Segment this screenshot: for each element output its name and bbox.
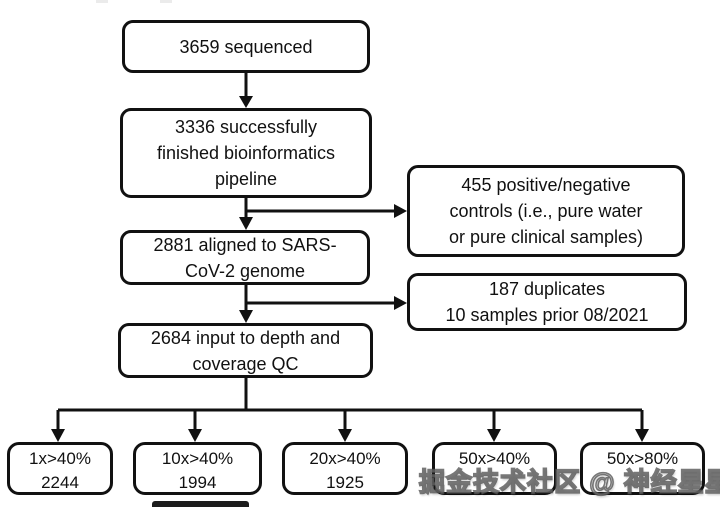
node-aligned-genome: 2881 aligned to SARS- CoV-2 genome: [120, 230, 370, 285]
distributor-line: [58, 378, 642, 412]
node-sequenced: 3659 sequenced: [122, 20, 370, 73]
leaf-50x-40: 50x>40%: [432, 442, 557, 495]
arrow-to-leaf-1: [51, 410, 65, 442]
arrow-aligned-to-qc: [239, 285, 253, 323]
leaf-1x-40: 1x>40% 2244: [7, 442, 113, 495]
node-bioinformatics-pipeline: 3336 successfully finished bioinformatic…: [120, 108, 372, 198]
arrow-to-leaf-2: [188, 410, 202, 442]
arrow-sequenced-to-pipeline: [239, 73, 253, 108]
node-duplicates: 187 duplicates 10 samples prior 08/2021: [407, 273, 687, 331]
arrow-branch-to-duplicates: [246, 296, 407, 310]
arrow-to-leaf-3: [338, 410, 352, 442]
cropped-text-remnant: [96, 0, 108, 3]
arrow-to-leaf-4: [487, 410, 501, 442]
arrow-to-leaf-5: [635, 410, 649, 442]
leaf-20x-40: 20x>40% 1925: [282, 442, 408, 495]
arrow-branch-to-controls: [246, 204, 407, 218]
cropped-text-remnant: [160, 0, 172, 3]
node-depth-coverage-qc: 2684 input to depth and coverage QC: [118, 323, 373, 378]
arrow-pipeline-to-aligned: [239, 198, 253, 230]
cropped-element-bottom: [152, 501, 249, 507]
node-positive-negative-controls: 455 positive/negative controls (i.e., pu…: [407, 165, 685, 257]
leaf-10x-40: 10x>40% 1994: [133, 442, 262, 495]
leaf-50x-80: 50x>80%: [580, 442, 705, 495]
